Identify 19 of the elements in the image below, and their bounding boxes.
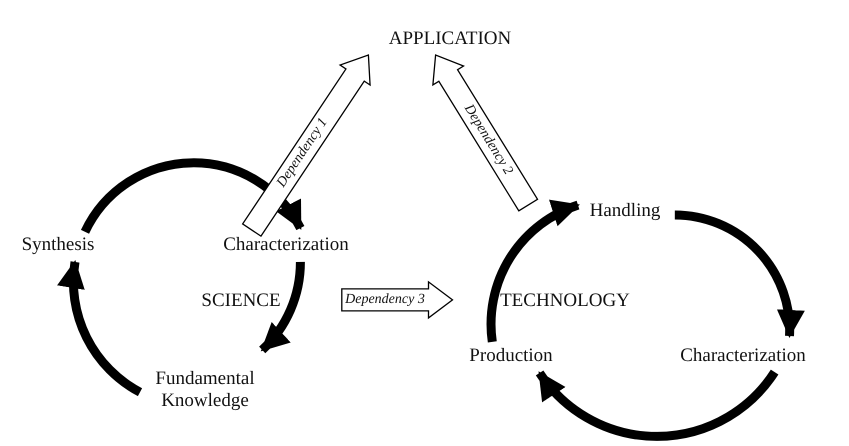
node-text: TECHNOLOGY (499, 290, 631, 312)
block-arrow (432, 54, 538, 212)
curved-arrow (486, 200, 580, 342)
block-arrow (242, 54, 371, 237)
curved-arrow (674, 210, 804, 338)
node-text: Fundamental Knowledge (154, 368, 256, 412)
node-text: Synthesis (20, 234, 96, 256)
node-text: SCIENCE (200, 290, 282, 312)
curved-arrow (536, 369, 778, 441)
node-text: Handling (588, 200, 662, 222)
node-text: APPLICATION (388, 28, 512, 50)
edge-label: Dependency 3 (345, 292, 425, 308)
node-text: Characterization (679, 345, 807, 367)
node-text: Production (468, 345, 554, 367)
curved-arrow (81, 158, 304, 234)
curved-arrow (58, 260, 142, 396)
block-arrow (341, 280, 454, 320)
node-text: Characterization (222, 234, 350, 256)
curved-arrow (258, 262, 305, 354)
